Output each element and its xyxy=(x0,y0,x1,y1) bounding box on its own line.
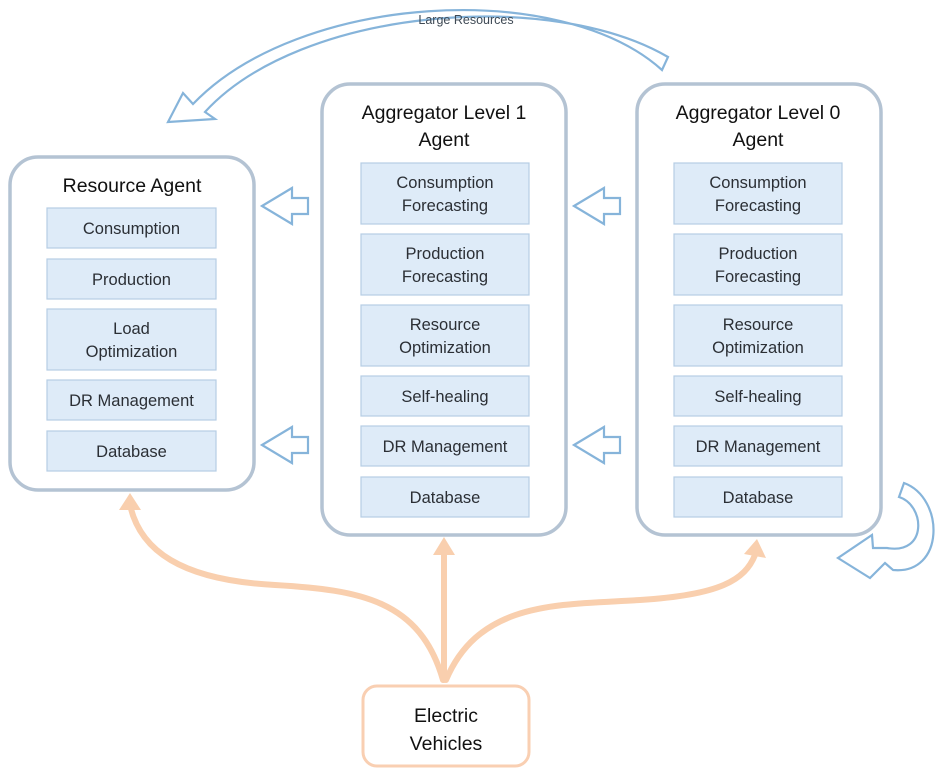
aggregator-level-1-module-self-healing: Self-healing xyxy=(360,375,530,417)
ev-arrows xyxy=(119,493,766,683)
aggregator-level-0-agent: Aggregator Level 0 AgentConsumptionForeca… xyxy=(673,102,843,518)
module-label-line-2: Optimization xyxy=(712,339,804,357)
aggregator-level-0-module-database: Database xyxy=(673,476,843,518)
module-label-line-1: Consumption xyxy=(396,174,493,192)
ev-to-resource-agent-arrowhead xyxy=(119,493,141,510)
module-label-line-1: Consumption xyxy=(709,174,806,192)
module-box xyxy=(46,379,217,421)
resource-agent-title-line-1: Resource Agent xyxy=(63,175,202,197)
aggregator-level-1-module-dr-management: DR Management xyxy=(360,425,530,467)
resource-agent: Resource AgentConsumptionProductionLoadO… xyxy=(46,175,217,472)
module-label-line-1: DR Management xyxy=(696,438,821,456)
module-label-line-1: Self-healing xyxy=(714,388,801,406)
large-resources-arrow xyxy=(166,9,670,124)
resource-agent-module-dr-management: DR Management xyxy=(46,379,217,421)
module-box xyxy=(360,233,530,296)
ev-to-resource-agent-arrow xyxy=(127,502,446,683)
module-label-line-1: DR Management xyxy=(383,438,508,456)
aggregator-level-1-title-line-2: Agent xyxy=(419,129,471,151)
module-label-line-1: Database xyxy=(723,489,794,507)
aggregator-level-0-module-dr-management: DR Management xyxy=(673,425,843,467)
aggregator-level-0-title-line-1: Aggregator Level 0 xyxy=(676,102,841,124)
module-label-line-2: Forecasting xyxy=(715,268,801,286)
electric-vehicles-box xyxy=(361,684,531,768)
module-label-line-2: Optimization xyxy=(86,343,178,361)
large-resources-label: Large Resources xyxy=(418,13,513,27)
module-box xyxy=(46,207,217,249)
module-box xyxy=(673,375,843,417)
module-label-line-2: Forecasting xyxy=(402,268,488,286)
aggregator-level-0-title-line-2: Agent xyxy=(733,129,785,151)
electric-vehicles-label-line-2: Vehicles xyxy=(410,733,483,755)
module-box xyxy=(46,308,217,371)
module-box xyxy=(673,304,843,367)
module-label-line-1: Production xyxy=(406,245,485,263)
ev-to-aggregator-level-0-arrowhead xyxy=(744,539,766,558)
module-box xyxy=(46,258,217,300)
module-box xyxy=(360,304,530,367)
module-box xyxy=(673,162,843,225)
module-box xyxy=(360,162,530,225)
module-label-line-1: Self-healing xyxy=(401,388,488,406)
module-box xyxy=(673,425,843,467)
resource-agent-module-database: Database xyxy=(46,430,217,472)
agg1-to-resource-upper-arrow xyxy=(259,186,310,226)
module-label-line-1: Resource xyxy=(723,316,794,334)
module-label-line-2: Optimization xyxy=(399,339,491,357)
ev-to-aggregator-level-0-arrow xyxy=(443,552,758,683)
module-label-line-1: DR Management xyxy=(69,392,194,410)
module-label-line-1: Production xyxy=(92,271,171,289)
module-label-line-1: Consumption xyxy=(83,220,180,238)
aggregator-level-1-module-database: Database xyxy=(360,476,530,518)
module-box xyxy=(673,233,843,296)
module-label-line-2: Forecasting xyxy=(715,197,801,215)
agg0-to-agg1-lower-arrow xyxy=(571,425,622,465)
agg0-to-agg1-upper-arrow xyxy=(571,186,622,226)
aggregator-level-1-title-line-1: Aggregator Level 1 xyxy=(362,102,527,124)
module-box xyxy=(673,476,843,518)
electric-vehicles-node: Electric Vehicles xyxy=(361,684,531,768)
agg1-to-resource-lower-arrow xyxy=(259,425,310,465)
electric-vehicles-label-line-1: Electric xyxy=(414,705,478,727)
module-label-line-1: Production xyxy=(719,245,798,263)
aggregator-level-1-agent: Aggregator Level 1 AgentConsumptionForeca… xyxy=(360,102,530,518)
resource-agent-module-consumption: Consumption xyxy=(46,207,217,249)
module-box xyxy=(46,430,217,472)
aggregator-level-0-module-self-healing: Self-healing xyxy=(673,375,843,417)
module-box xyxy=(360,425,530,467)
module-box xyxy=(360,375,530,417)
module-label-line-1: Database xyxy=(410,489,481,507)
self-loop-arrow xyxy=(835,481,935,580)
module-label-line-1: Load xyxy=(113,320,150,338)
module-label-line-1: Resource xyxy=(410,316,481,334)
module-label-line-2: Forecasting xyxy=(402,197,488,215)
module-box xyxy=(360,476,530,518)
ev-to-aggregator-level-1-arrowhead xyxy=(433,537,455,555)
module-label-line-1: Database xyxy=(96,443,167,461)
resource-agent-module-production: Production xyxy=(46,258,217,300)
